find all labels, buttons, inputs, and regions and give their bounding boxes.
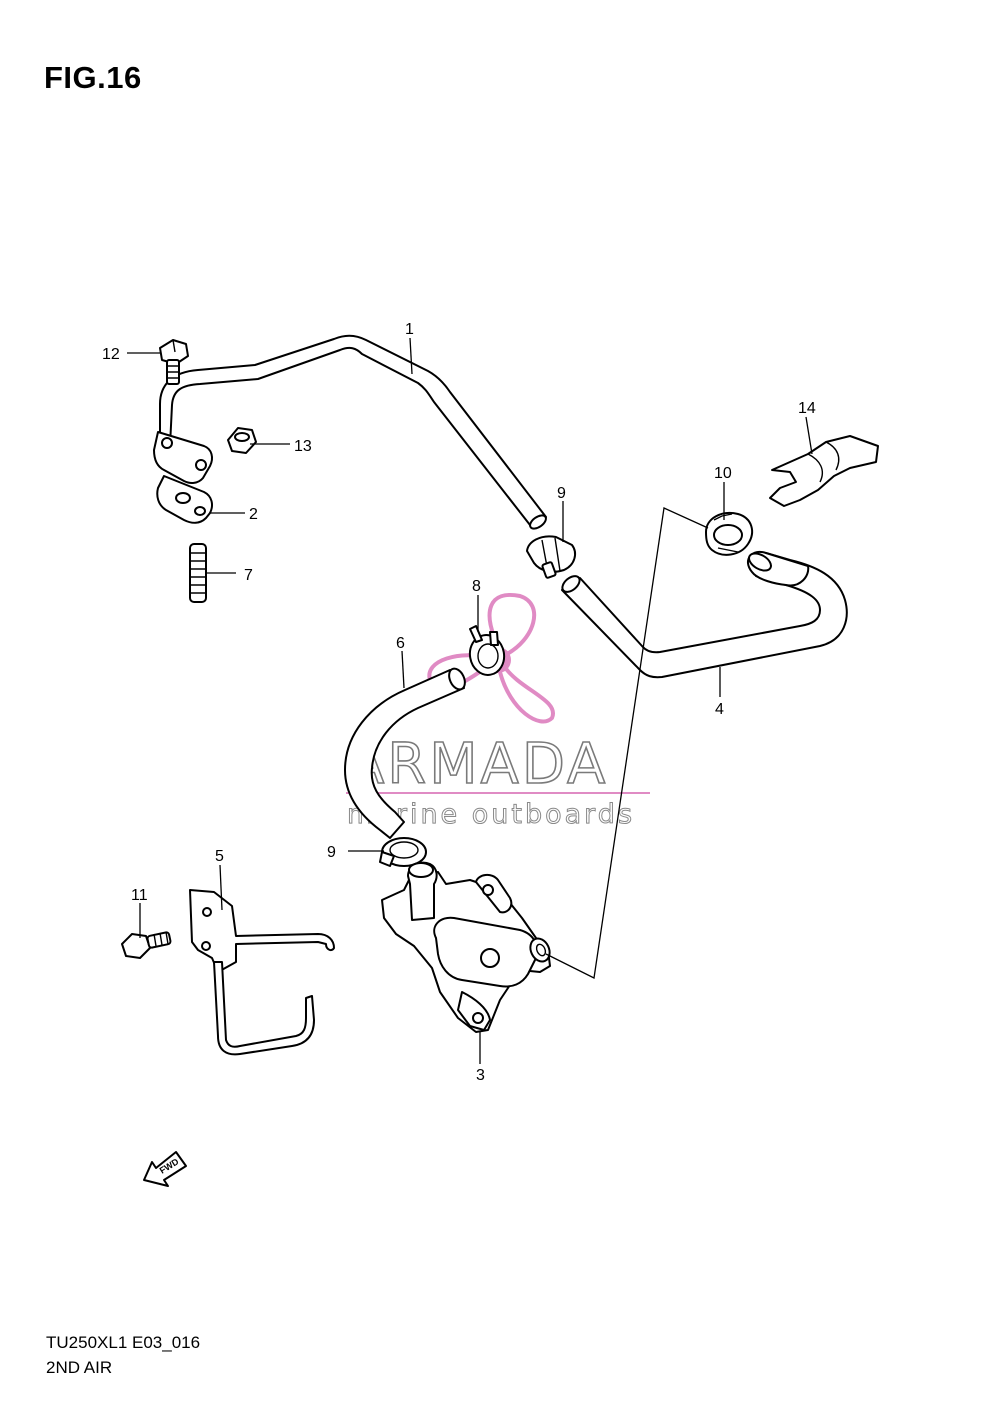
callout-4: 4 bbox=[715, 701, 724, 718]
callout-7: 7 bbox=[244, 567, 253, 584]
model-code: TU250XL1 E03_016 bbox=[46, 1333, 201, 1352]
callout-11: 11 bbox=[131, 887, 148, 904]
callout-9-upper: 9 bbox=[557, 485, 566, 502]
part-4-air-hose bbox=[561, 550, 848, 679]
part-1-air-pipe bbox=[153, 334, 547, 530]
callout-9-lower: 9 bbox=[327, 844, 336, 861]
part-9-hose-clamp-upper bbox=[526, 535, 577, 579]
callout-8: 8 bbox=[472, 578, 481, 595]
callout-6: 6 bbox=[396, 635, 405, 652]
section-name: 2ND AIR bbox=[46, 1358, 113, 1377]
callout-3: 3 bbox=[476, 1067, 485, 1084]
watermark-brand: ARMADA bbox=[346, 732, 608, 797]
part-2-gasket bbox=[156, 475, 213, 524]
part-14-double-clip bbox=[769, 435, 879, 507]
callout-10: 10 bbox=[714, 465, 732, 482]
callout-14: 14 bbox=[798, 400, 816, 417]
part-7-stud-bolt bbox=[189, 543, 207, 603]
callout-1: 1 bbox=[405, 321, 414, 338]
callout-numbers: 1 2 3 4 5 6 7 8 9 9 10 11 12 13 14 bbox=[102, 321, 816, 1084]
part-8-hose-clamp bbox=[468, 625, 506, 676]
part-9-hose-clamp-lower bbox=[379, 837, 427, 867]
part-5-bracket bbox=[189, 889, 335, 1056]
callout-5: 5 bbox=[215, 848, 224, 865]
callout-13: 13 bbox=[294, 438, 312, 455]
part-12-bolt bbox=[159, 339, 189, 385]
callout-2: 2 bbox=[249, 506, 258, 523]
part-6-short-hose bbox=[344, 667, 466, 839]
figure-title: FIG.16 bbox=[44, 60, 142, 95]
leader-lines bbox=[127, 337, 813, 1064]
forward-arrow-icon: FWD bbox=[143, 1151, 187, 1187]
part-13-nut bbox=[227, 427, 257, 454]
part-3-reed-valve-assembly bbox=[381, 861, 551, 1033]
part-11-bolt bbox=[121, 931, 172, 959]
part-10-hose-clamp bbox=[705, 512, 754, 556]
callout-12: 12 bbox=[102, 346, 120, 363]
